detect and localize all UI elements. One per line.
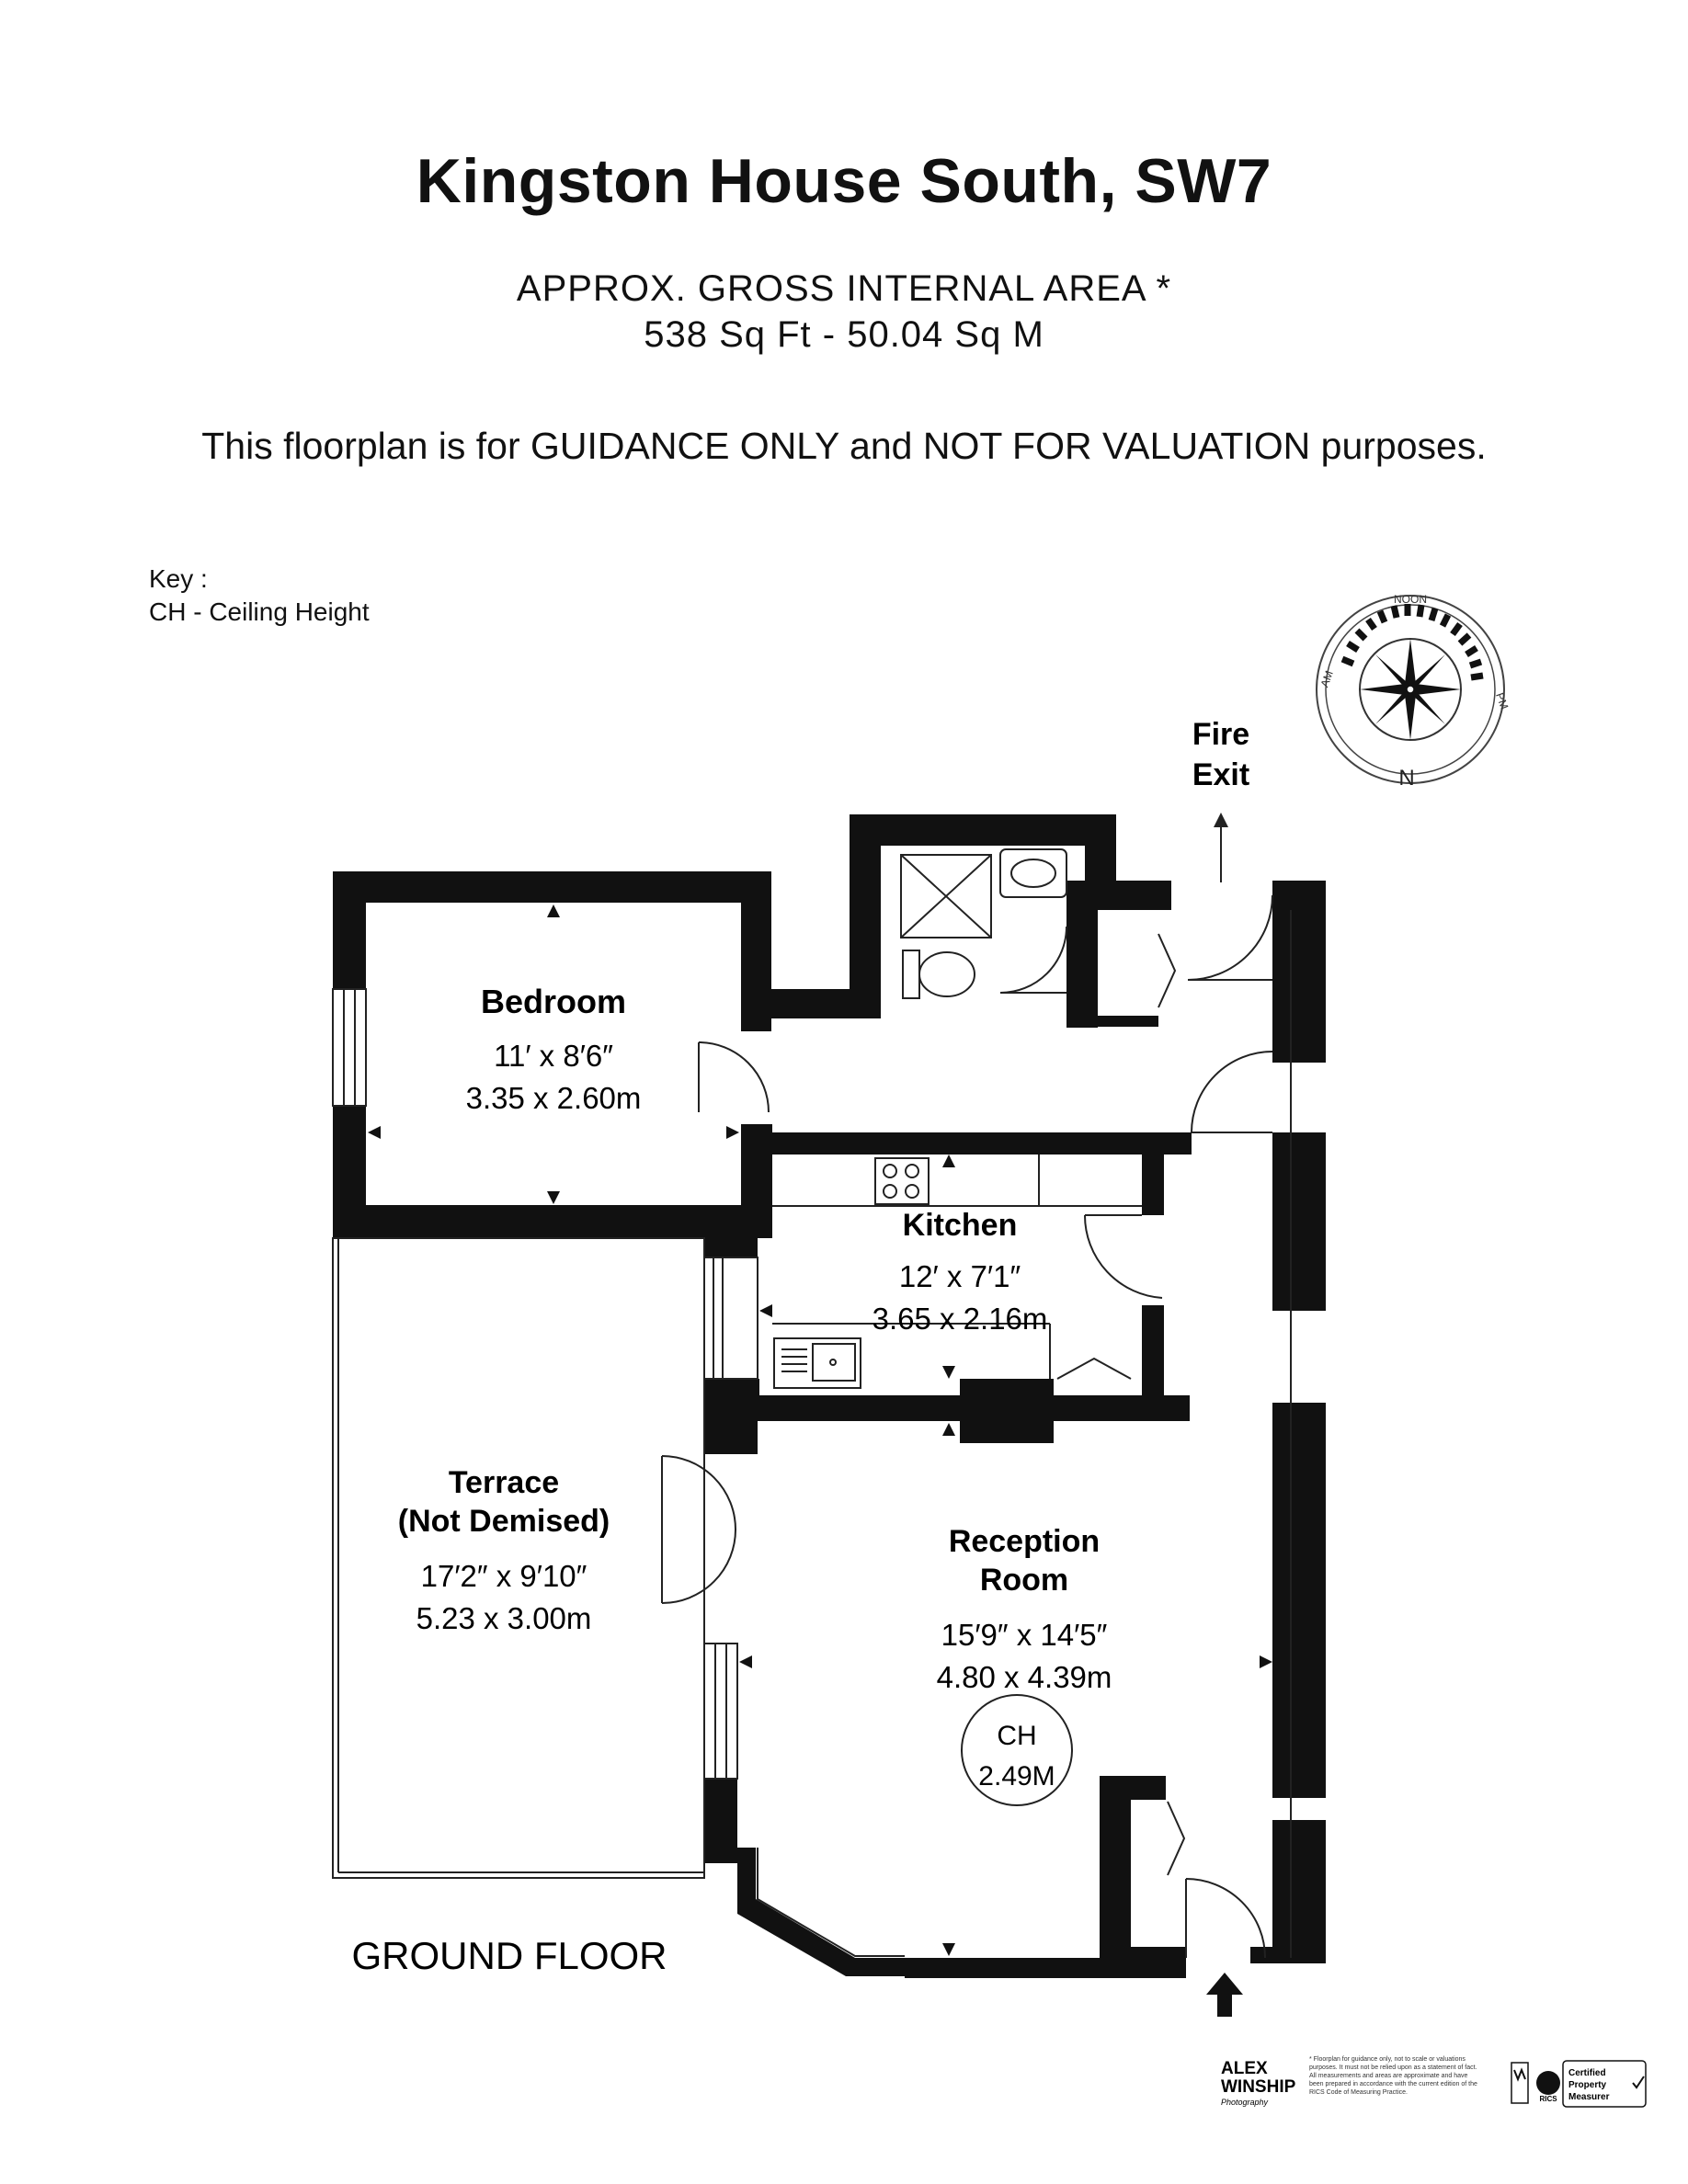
shower-tray [900,854,992,938]
terrace-imperial: 17′2″ x 9′10″ [421,1559,587,1593]
rics-logo-text: RICS [1539,2095,1557,2103]
terrace-metric: 5.23 x 3.00m [416,1601,592,1635]
area-value: 538 Sq Ft - 50.04 Sq M [644,314,1044,355]
compass-icon [1316,595,1505,784]
wc-cistern [902,950,920,999]
walls [333,814,1326,1978]
basin [999,848,1067,898]
key-title: Key : [149,564,208,593]
compass-north-label: N [1398,766,1414,791]
kitchen-window [703,1257,758,1380]
measurer-badge-icon [1511,2062,1529,2104]
bedroom-metric: 3.35 x 2.60m [466,1081,642,1115]
wc-bowl [918,951,975,997]
dimension-arrows [368,904,1272,1956]
key-item: CH - Ceiling Height [149,597,370,626]
reception-name-line2: Room [980,1563,1068,1598]
reception-imperial: 15′9″ x 14′5″ [941,1618,1108,1652]
brand-logo-line2: WINSHIP [1221,2077,1296,2097]
area-label: APPROX. GROSS INTERNAL AREA * [516,268,1172,309]
page-title: Kingston House South, SW7 [416,146,1272,216]
fire-exit-label: Fire [1192,717,1249,752]
certified-badge-line1: Certified [1568,2068,1606,2078]
ceiling-height-label: CH [997,1721,1036,1751]
entrance-arrow-icon [1206,1973,1243,2017]
reception-window [703,1643,738,1780]
bedroom-name: Bedroom [481,983,626,1020]
compass-pm-label: PM [1493,691,1511,711]
terrace-outline [332,1237,705,1879]
brand-logo: ALEX [1221,2059,1268,2078]
footer-fine-print: * Floorplan for guidance only, not to sc… [1309,2056,1477,2096]
terrace-name: Terrace [449,1465,559,1500]
compass-am-label: AM [1318,669,1336,689]
doors [661,894,1273,1959]
bedroom-imperial: 11′ x 8′6″ [494,1039,613,1073]
hob [874,1157,930,1205]
ceiling-height-marker [961,1694,1073,1806]
certified-badge-line2: Property [1568,2080,1607,2090]
bedroom-window [332,988,367,1107]
kitchen-metric: 3.65 x 2.16m [873,1302,1048,1336]
certified-badge-line3: Measurer [1568,2092,1610,2102]
floor-label: GROUND FLOOR [351,1934,667,1977]
certified-badge [1562,2060,1647,2108]
brand-logo-line3: Photography [1221,2098,1269,2107]
fire-exit-arrow-icon [1214,813,1228,882]
rics-logo-icon [1536,2071,1560,2095]
kitchen-name: Kitchen [903,1208,1018,1243]
sink [773,1337,861,1389]
check-icon [1632,2076,1645,2089]
fire-exit-label-line2: Exit [1192,757,1249,792]
footer-logos: ALEX WINSHIP Photography * Floorplan for… [1221,2056,1647,2108]
reception-metric: 4.80 x 4.39m [937,1660,1112,1694]
kitchen-imperial: 12′ x 7′1″ [899,1259,1021,1293]
compass-noon-label: NOON [1394,593,1427,606]
reception-name: Reception [949,1524,1100,1559]
disclaimer: This floorplan is for GUIDANCE ONLY and … [201,425,1487,467]
ceiling-height-value: 2.49M [978,1761,1055,1792]
terrace-note: (Not Demised) [398,1504,610,1539]
